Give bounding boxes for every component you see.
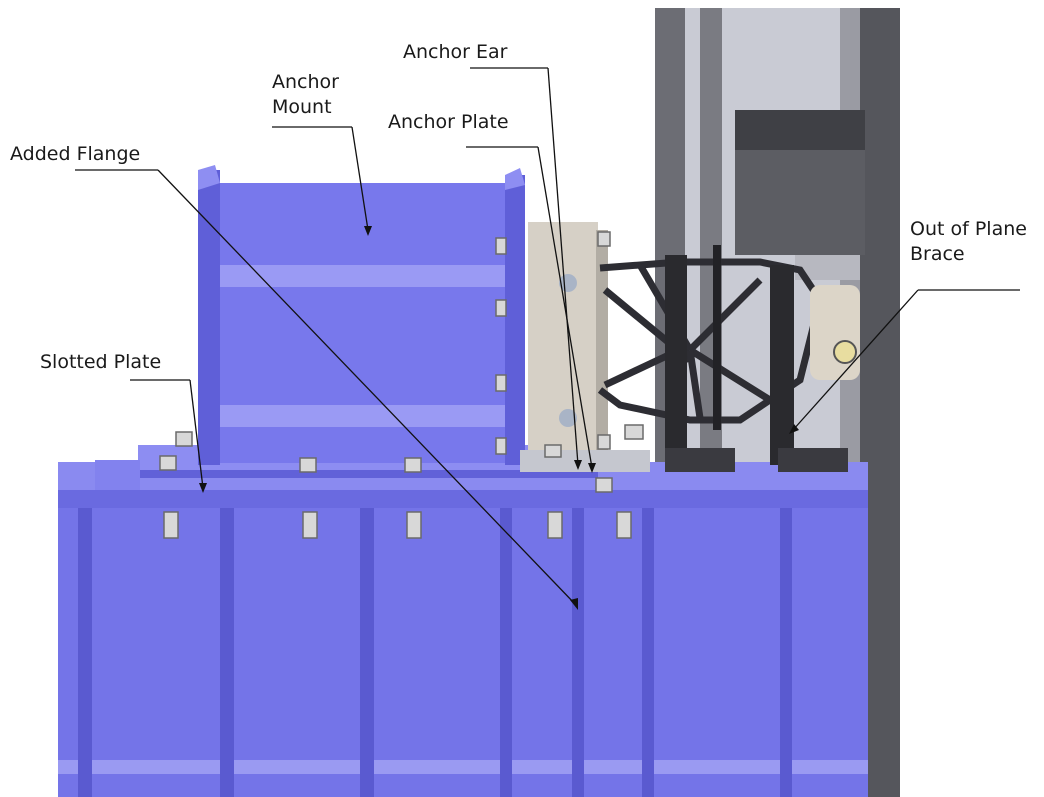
label-slotted-plate-text: Slotted Plate [40,351,162,373]
out-of-plane-brace [665,255,860,472]
label-anchor-plate: Anchor Plate [388,110,509,135]
leader-arrowheads [199,226,799,610]
label-out-of-plane-line2: Brace [910,243,965,265]
label-out-of-plane-brace: Out of Plane Brace [910,217,1027,267]
label-added-flange-text: Added Flange [10,143,141,165]
anchor-mount [198,165,525,465]
bolts [159,231,644,539]
label-slotted-plate: Slotted Plate [40,350,161,375]
base-beam [58,462,868,797]
label-anchor-mount-line1: Anchor [272,71,339,93]
label-anchor-mount-line2: Mount [272,96,332,118]
label-added-flange: Added Flange [10,142,140,167]
label-anchor-ear-text: Anchor Ear [403,41,508,63]
leader-slotted-plate [189,379,204,489]
leader-anchor-ear [547,67,579,466]
leader-lines [75,67,1020,606]
leader-added-flange [157,169,577,606]
label-anchor-ear: Anchor Ear [403,40,507,65]
label-anchor-plate-text: Anchor Plate [388,111,509,133]
leader-anchor-mount [351,126,369,231]
label-anchor-mount: Anchor Mount [272,70,339,120]
anchor-ear-fill [713,245,721,430]
leader-anchor-plate [537,146,593,469]
label-out-of-plane-line1: Out of Plane [910,218,1027,240]
leader-out-of-plane [792,289,919,431]
